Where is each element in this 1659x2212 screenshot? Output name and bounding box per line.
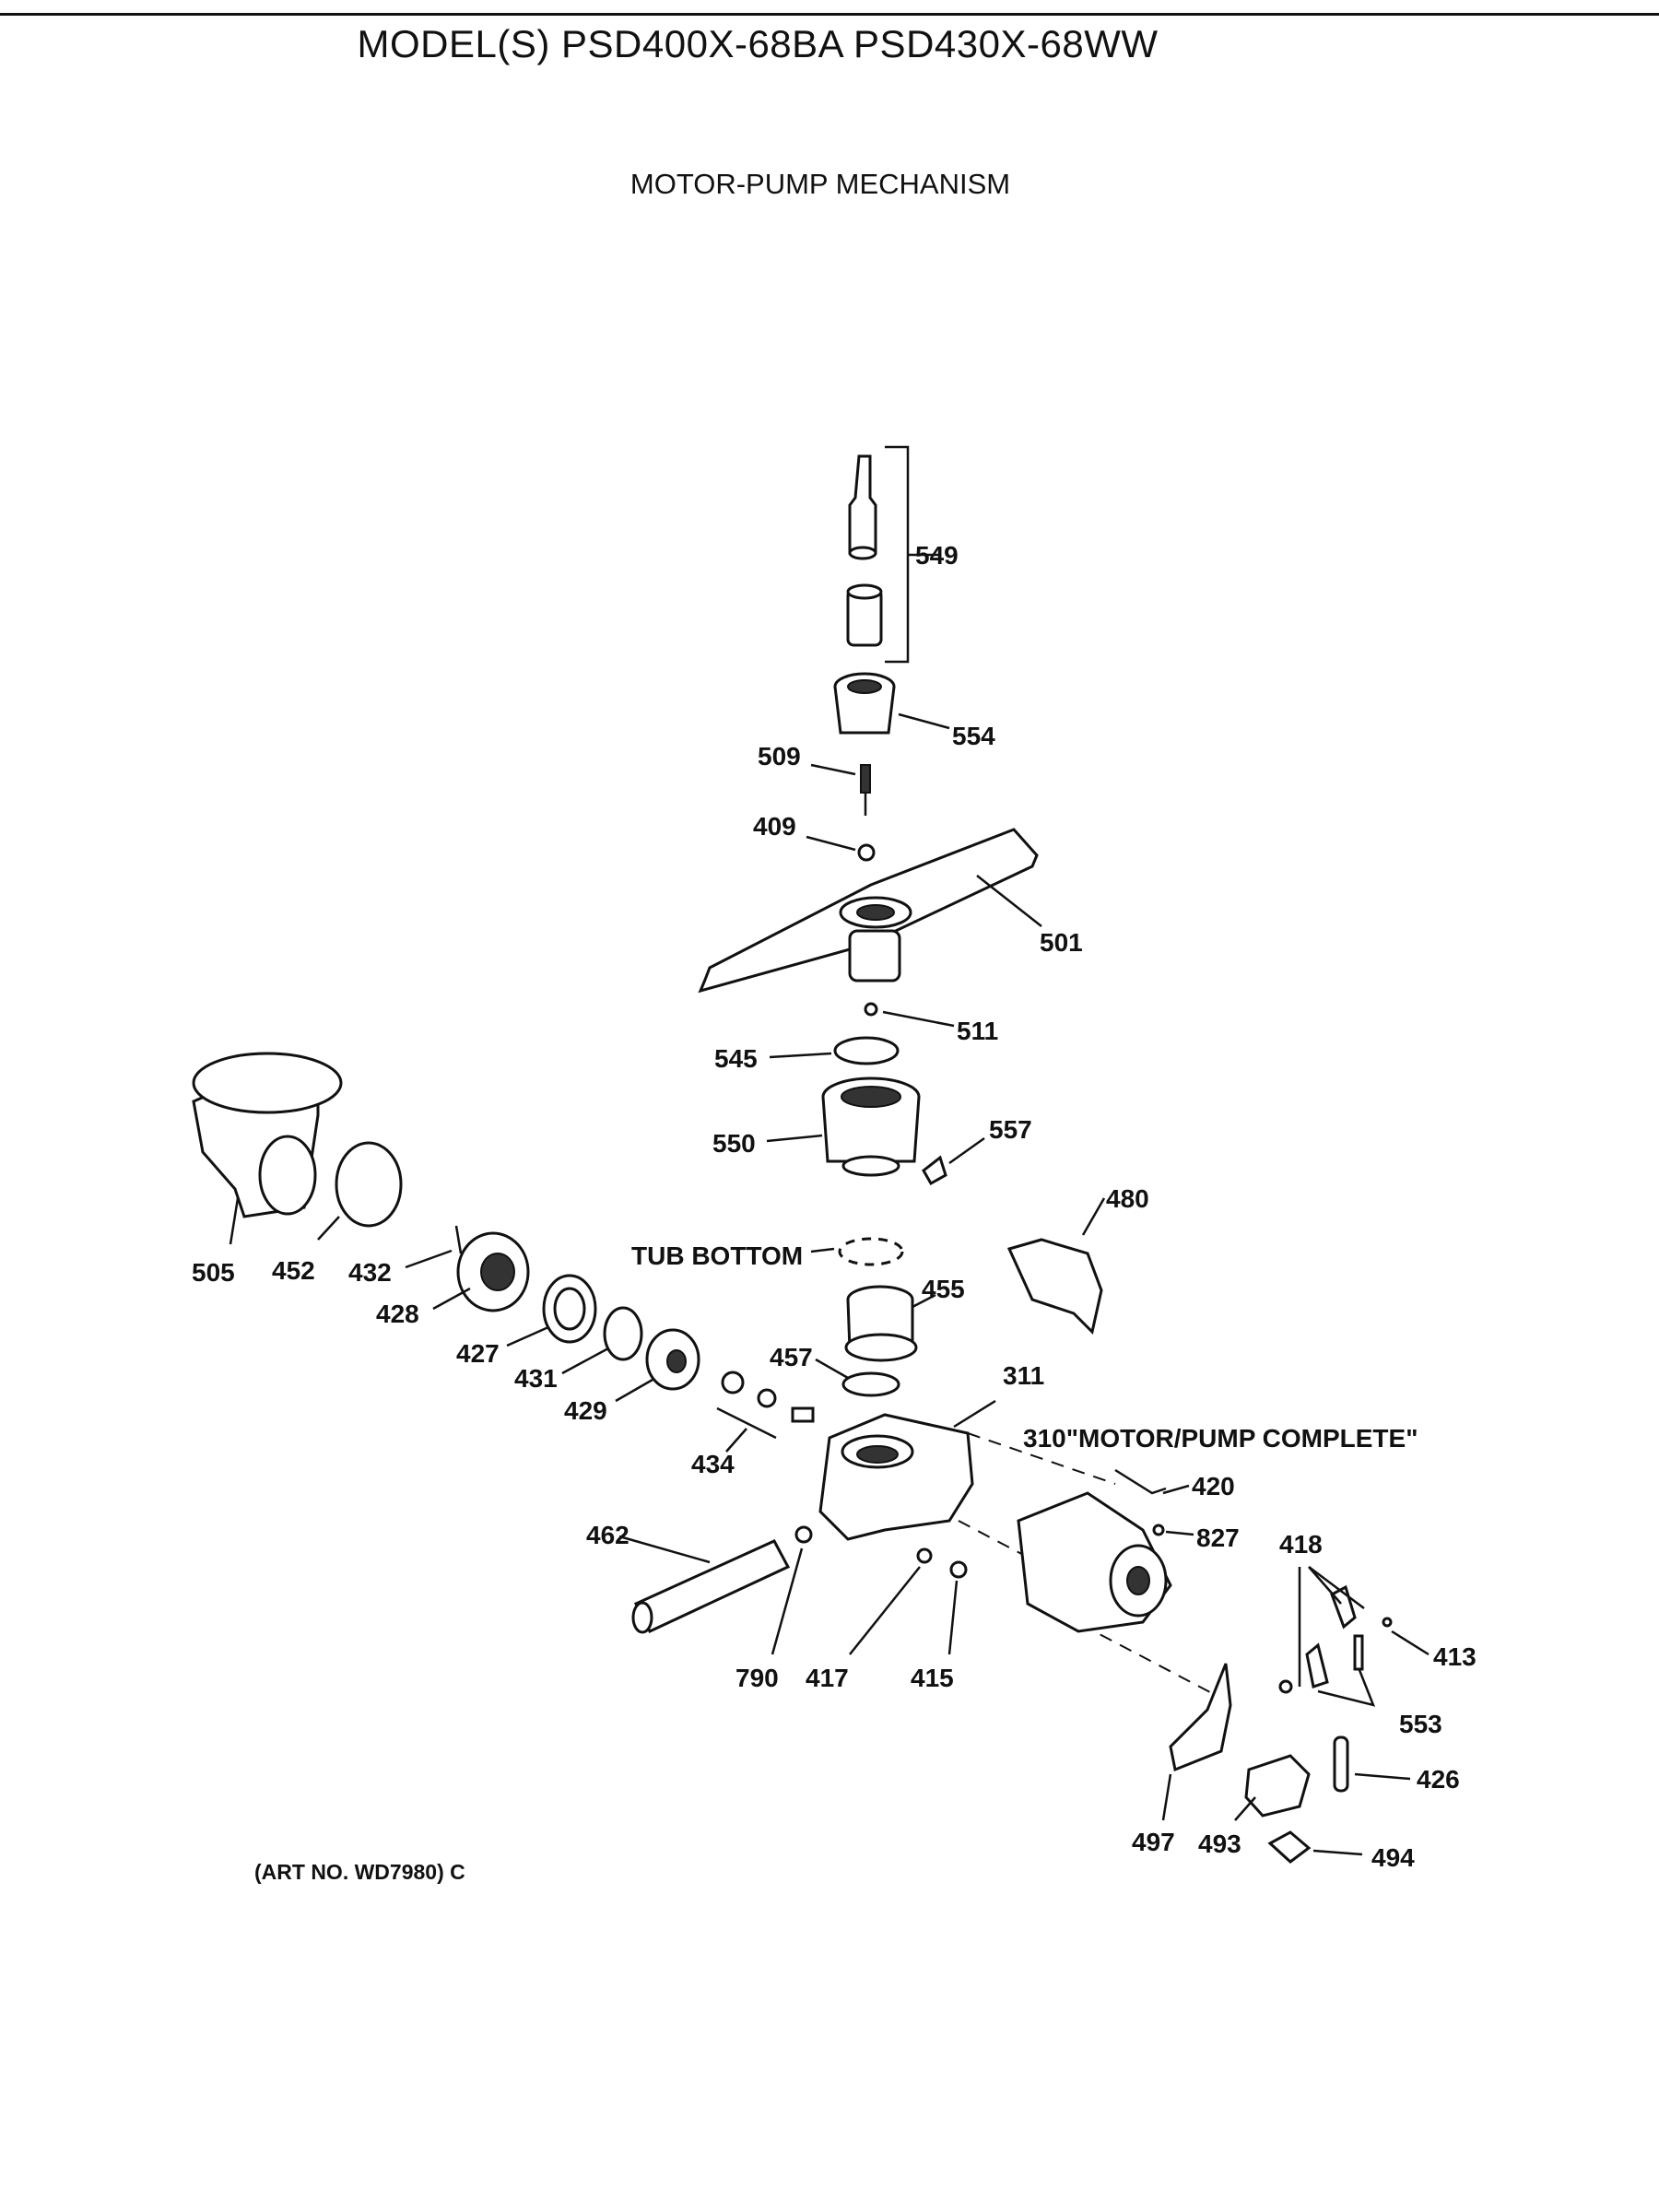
callout-462: 462 (586, 1521, 629, 1549)
part-431 (561, 1306, 643, 1375)
callout-480: 480 (1106, 1184, 1149, 1213)
art-number: (ART NO. WD7980) C (254, 1860, 465, 1884)
callout-427: 427 (456, 1339, 500, 1368)
callout-417: 417 (806, 1664, 849, 1692)
part-428-impeller (405, 1225, 530, 1312)
callout-455: 455 (922, 1275, 965, 1303)
callout-497: 497 (1132, 1828, 1175, 1856)
part-494 (1267, 1830, 1363, 1864)
callout-420: 420 (1192, 1472, 1235, 1500)
callout-545: 545 (714, 1044, 758, 1073)
callout-429: 429 (564, 1396, 607, 1425)
part-501-wash-arm (698, 828, 1042, 994)
part-310-motor (1017, 1491, 1172, 1633)
callout-550: 550 (712, 1129, 756, 1158)
part-545-ring (769, 1036, 900, 1065)
part-427 (506, 1274, 597, 1347)
part-455-bellows (844, 1285, 936, 1362)
top-rule (0, 13, 1659, 16)
callout-432: 432 (348, 1258, 392, 1287)
part-409-nut (806, 835, 876, 862)
part-434-group (716, 1371, 815, 1453)
callout-493: 493 (1198, 1830, 1241, 1858)
callout-311: 311 (1003, 1361, 1044, 1390)
callout-457: 457 (770, 1343, 813, 1371)
callout-tub-bottom: TUB BOTTOM (631, 1241, 803, 1270)
callout-415: 415 (911, 1664, 954, 1692)
callout-790: 790 (735, 1664, 779, 1692)
part-505-drain-housing (192, 1052, 343, 1245)
part-827 (1152, 1524, 1194, 1536)
part-550-housing (766, 1077, 921, 1177)
part-462-hose (618, 1535, 791, 1634)
callout-431: 431 (514, 1364, 558, 1393)
callout-501: 501 (1040, 928, 1083, 957)
callout-827: 827 (1196, 1524, 1240, 1552)
part-557 (922, 1136, 985, 1186)
part-457-clamp (815, 1358, 900, 1397)
callout-418: 418 (1279, 1530, 1323, 1559)
part-415 (947, 1560, 968, 1655)
part-790 (771, 1525, 813, 1655)
callout-413: 413 (1433, 1642, 1477, 1671)
callout-511: 511 (957, 1017, 998, 1045)
part-311-pump-body (818, 1399, 996, 1541)
callout-505: 505 (192, 1258, 235, 1287)
callout-434: 434 (691, 1450, 735, 1478)
part-418-group (1278, 1566, 1430, 1707)
callout-494: 494 (1371, 1843, 1415, 1872)
part-426 (1333, 1735, 1411, 1793)
part-497-bracket (1161, 1663, 1232, 1821)
part-480-shield (1006, 1197, 1106, 1335)
part-493 (1234, 1754, 1311, 1821)
diagram-subtitle: MOTOR-PUMP MECHANISM (629, 168, 1011, 200)
part-452-clamp (317, 1141, 403, 1241)
callout-452: 452 (272, 1256, 315, 1285)
model-title: MODEL(S) PSD400X-68BA PSD430X-68WW (357, 22, 1159, 65)
part-420-wire (1114, 1468, 1190, 1495)
callout-409: 409 (753, 812, 796, 841)
callout-428: 428 (376, 1300, 419, 1328)
callout-310-motor-pump-complete: 310"MOTOR/PUMP COMPLETE" (1023, 1424, 1418, 1453)
part-549-stem (846, 445, 940, 664)
callout-509: 509 (758, 742, 801, 771)
part-554-hub (833, 672, 950, 735)
callout-554: 554 (952, 722, 995, 750)
callout-557: 557 (989, 1115, 1032, 1144)
part-509-screw (810, 763, 871, 816)
callout-553: 553 (1399, 1710, 1442, 1738)
callout-426: 426 (1417, 1765, 1460, 1794)
callout-549: 549 (915, 541, 959, 570)
part-429 (615, 1328, 700, 1403)
part-417 (849, 1547, 933, 1655)
part-511 (864, 1002, 955, 1028)
tub-bottom-ring (810, 1237, 904, 1266)
